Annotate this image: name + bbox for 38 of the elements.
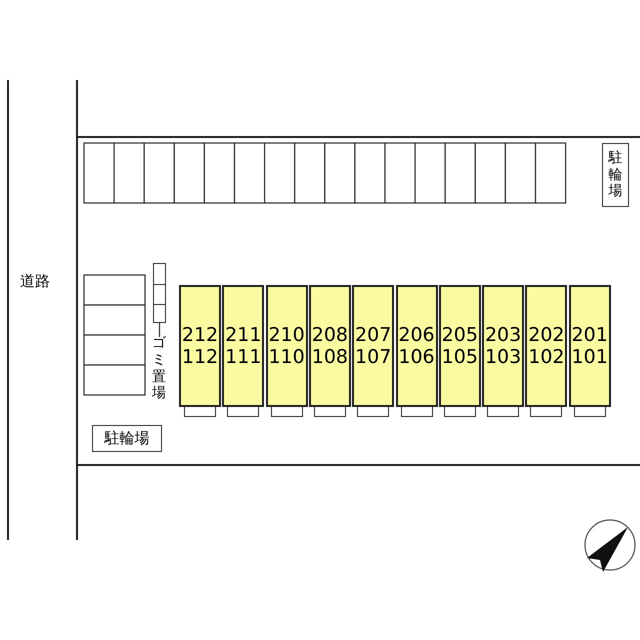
bicycle-parking-box <box>602 143 629 207</box>
room-number: 101 <box>572 346 608 368</box>
apartment-unit <box>525 285 568 407</box>
room-number: 210 <box>268 324 305 346</box>
room-number: 205 <box>442 324 478 346</box>
room-number: 105 <box>442 346 478 368</box>
room-number: 108 <box>312 346 348 368</box>
road-label: 道路 <box>20 272 50 291</box>
area-label: 駐輪場 <box>608 150 623 200</box>
bicycle-parking-box <box>92 425 162 452</box>
apartment-unit <box>482 285 524 407</box>
apartment-unit <box>308 285 351 407</box>
room-number: 111 <box>225 346 262 368</box>
room-number: 206 <box>398 324 435 346</box>
room-number: 106 <box>398 346 435 368</box>
area-label: 駐輪場 <box>104 429 150 448</box>
room-number: 107 <box>355 346 392 368</box>
room-number: 201 <box>572 324 608 346</box>
apartment-unit <box>266 285 308 407</box>
room-number: 208 <box>312 324 348 346</box>
apartment-unit <box>222 285 264 407</box>
area-label: ゴミ置場 <box>152 335 166 404</box>
apartment-unit <box>568 285 611 407</box>
leader-line <box>158 323 160 337</box>
room-number: 202 <box>528 324 565 346</box>
apartment-unit <box>396 285 438 407</box>
apartment-unit <box>352 285 394 407</box>
room-number: 207 <box>355 324 392 346</box>
room-number: 203 <box>484 324 522 346</box>
room-number: 102 <box>528 346 565 368</box>
room-number: 110 <box>268 346 305 368</box>
apartment-unit <box>438 285 481 407</box>
garbage-area-box <box>153 263 166 323</box>
room-number: 211 <box>225 324 262 346</box>
apartment-unit <box>179 285 221 407</box>
room-number: 103 <box>484 346 522 368</box>
room-number: 212 <box>182 324 218 346</box>
room-number: 112 <box>182 346 218 368</box>
